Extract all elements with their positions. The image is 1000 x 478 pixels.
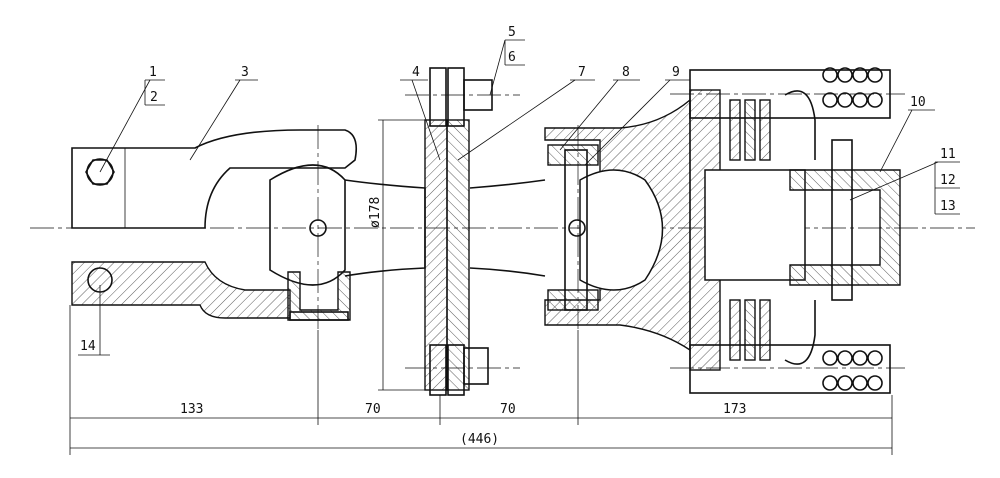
dim-overall-446: (446) [460, 432, 499, 447]
leader-lines [78, 39, 960, 356]
label-13: 13 [940, 199, 956, 214]
label-11: 11 [940, 147, 956, 162]
right-yoke [544, 98, 691, 352]
flange-pair [405, 67, 520, 396]
label-7: 7 [578, 65, 586, 80]
friction-clutch [670, 67, 905, 394]
dimension-lines [69, 119, 893, 455]
label-3: 3 [241, 65, 249, 80]
dim-173: 173 [723, 402, 746, 417]
dim-diameter-178: ø178 [368, 197, 383, 228]
right-hub [469, 179, 546, 277]
left-yoke [71, 125, 358, 330]
label-6: 6 [508, 50, 516, 65]
label-8: 8 [622, 65, 630, 80]
label-9: 9 [672, 65, 680, 80]
label-1: 1 [149, 65, 157, 80]
label-5: 5 [508, 25, 516, 40]
label-10: 10 [910, 95, 926, 110]
part-labels: 1 2 3 4 5 6 7 8 9 10 11 12 13 14 [80, 25, 956, 354]
label-2: 2 [150, 90, 158, 105]
label-12: 12 [940, 173, 956, 188]
label-4: 4 [412, 65, 420, 80]
label-14: 14 [80, 339, 96, 354]
dim-70-right: 70 [500, 402, 516, 417]
dim-70-left: 70 [365, 402, 381, 417]
dim-133: 133 [180, 402, 203, 417]
